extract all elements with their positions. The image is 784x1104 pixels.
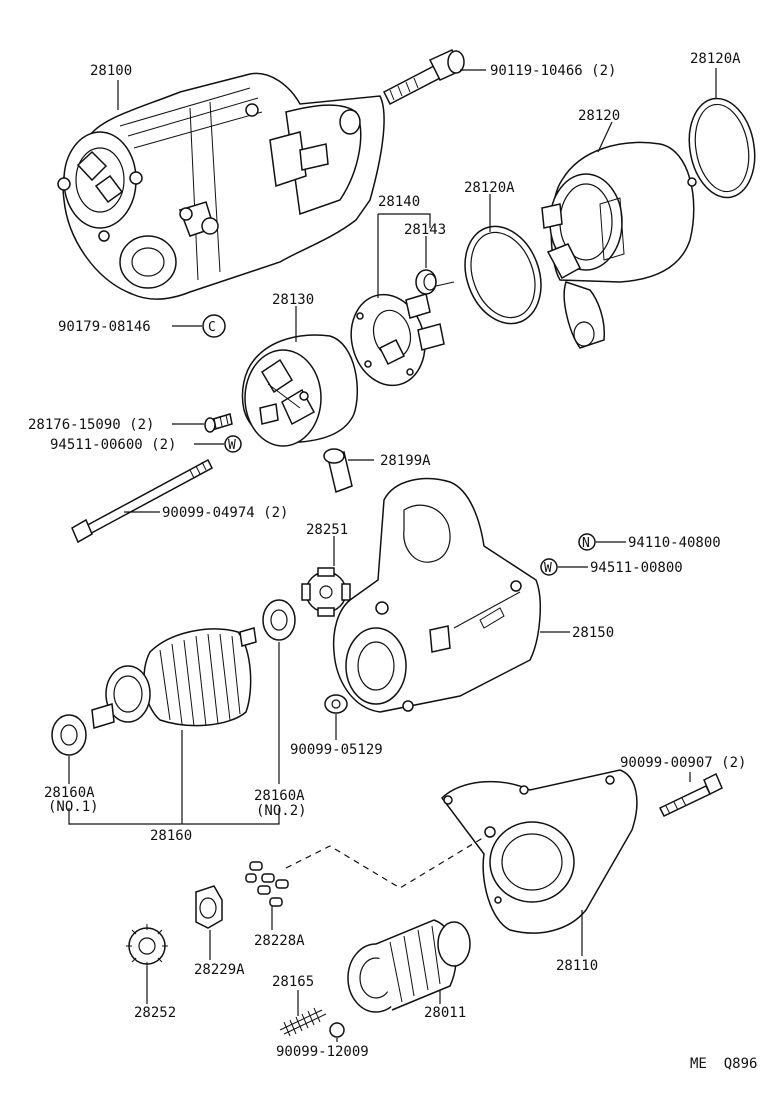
label-90099-00907: 90099-00907 (2): [620, 755, 746, 771]
label-90099-04974: 90099-04974 (2): [162, 505, 288, 521]
bearing-28160A-no1: [51, 714, 87, 756]
label-28228A: 28228A: [254, 933, 305, 949]
washer-94511-00800: [540, 558, 558, 576]
washer-94511-00600: [224, 435, 242, 453]
label-28199A: 28199A: [380, 453, 431, 469]
end-frame-28130: [241, 334, 359, 447]
through-bolt-90099-04974: [71, 458, 213, 544]
label-28120A-top: 28120A: [690, 51, 741, 67]
nut-94110-40800: [578, 533, 596, 551]
part-labels: 28100 90119-10466 (2) 28120A 28120 28120…: [28, 51, 757, 1072]
label-28229A: 28229A: [194, 962, 245, 978]
part-28199A: [323, 448, 353, 494]
label-28160A-no1-sub: (NO.1): [48, 799, 99, 815]
label-90119-10466: 90119-10466 (2): [490, 63, 616, 79]
leader-lines: [68, 68, 717, 1042]
front-housing-28110: [441, 769, 638, 934]
clip-90179: [202, 314, 226, 338]
washer-marker-06: W: [228, 438, 236, 453]
diagram-code: ME Q896: [690, 1056, 757, 1072]
label-28120: 28120: [578, 108, 620, 124]
label-28120A-mid: 28120A: [464, 180, 515, 196]
bolt-90099-00907: [658, 772, 723, 817]
label-90179-08146: 90179-08146: [58, 319, 151, 335]
o-ring-28120A-mid: [464, 225, 542, 325]
gear-28252: [126, 924, 168, 968]
ball-90099-12009: [329, 1022, 345, 1038]
spring-28143: [415, 269, 455, 295]
label-94511-00800: 94511-00800: [590, 560, 683, 576]
screw-28176: [204, 413, 233, 433]
label-28160A-no1: 28160A: [44, 785, 95, 801]
label-28160A-no2-sub: (NO.2): [256, 803, 307, 819]
part-90099-05129: [324, 694, 348, 714]
label-28143: 28143: [404, 222, 446, 238]
label-28160: 28160: [150, 828, 192, 844]
label-28252: 28252: [134, 1005, 176, 1021]
label-28100: 28100: [90, 63, 132, 79]
label-28150: 28150: [572, 625, 614, 641]
label-28176-15090: 28176-15090 (2): [28, 417, 154, 433]
clip-marker: C: [208, 320, 216, 335]
housing-28150: [332, 477, 541, 713]
yoke-28120: [541, 141, 697, 349]
starter-assembly-28100: [57, 72, 385, 300]
pins-28228A: [245, 861, 289, 907]
o-ring-28120A-top: [688, 97, 756, 199]
label-90099-05129: 90099-05129: [290, 742, 383, 758]
label-94110-40800: 94110-40800: [628, 535, 721, 551]
label-28140: 28140: [378, 194, 420, 210]
nut-marker: N: [582, 536, 590, 551]
label-28130: 28130: [272, 292, 314, 308]
label-28160A-no2: 28160A: [254, 788, 305, 804]
brush-holder-28140: [350, 293, 445, 387]
label-28165: 28165: [272, 974, 314, 990]
armature-28160: [91, 627, 257, 729]
gear-28251: [301, 567, 351, 617]
clutch-28011: [347, 919, 471, 1013]
washer-marker-08: W: [544, 561, 552, 576]
spring-28165: [279, 1007, 327, 1037]
label-94511-00600: 94511-00600 (2): [50, 437, 176, 453]
label-28011: 28011: [424, 1005, 466, 1021]
label-28251: 28251: [306, 522, 348, 538]
label-28110: 28110: [556, 958, 598, 974]
bolt-90119: [382, 49, 465, 106]
collar-28229A: [195, 885, 223, 929]
label-90099-12009: 90099-12009: [276, 1044, 369, 1060]
bearing-28160A-no2: [262, 599, 296, 641]
